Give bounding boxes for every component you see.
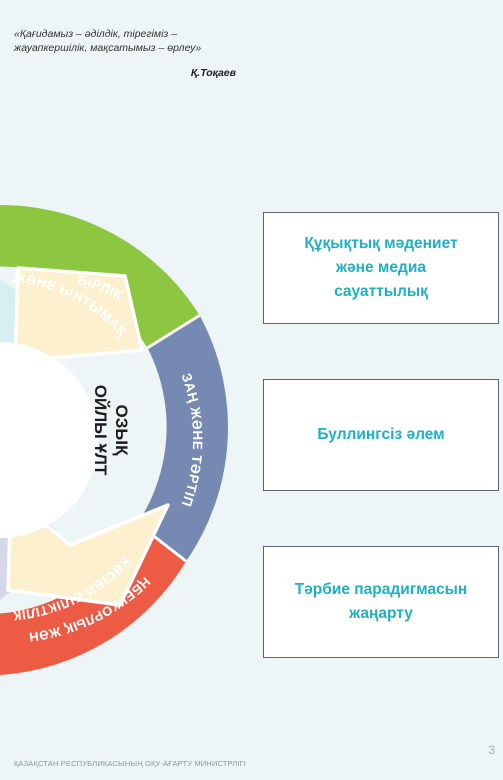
quote-line: жауапкершілік, мақсатымыз – өрлеу» — [14, 42, 202, 54]
values-wheel: БІРЛІК ЖӘНЕ ЫНТЫМАҚ ЗАҢ ЖӘНЕ ТӘРТІП ЕҢБЕ… — [0, 0, 228, 675]
card-text-line: Құқықтық мәдениет — [304, 235, 458, 252]
footer-ministry: ҚАЗАҚСТАН РЕСПУБЛИКАСЫНЫҢ ОҚУ-АҒАРТУ МИН… — [14, 759, 246, 768]
card-text-line: жаңарту — [349, 605, 413, 622]
card-legal-culture: Құқықтық мәдениет және медиа сауаттылық — [263, 212, 499, 324]
card-education-paradigm: Тәрбие парадигмасын жаңарту — [263, 546, 499, 658]
quote-line: «Қағидамыз – әділдік, тірегіміз – — [14, 28, 178, 40]
center-label: ОЗЫҚ ОЙЛЫ ҰЛТ — [91, 385, 131, 476]
epigraph-quote: «Қағидамыз – әділдік, тірегіміз – жауапк… — [14, 27, 244, 55]
center-star — [6, 266, 170, 607]
ring-separator — [146, 314, 201, 350]
card-text-line: Тәрбие парадигмасын — [294, 581, 468, 598]
quote-author: Қ.Тоқаев — [190, 67, 236, 79]
segment-law — [137, 315, 228, 562]
white-core — [0, 342, 98, 538]
center-label-line2: ОЙЛЫ ҰЛТ — [91, 385, 110, 476]
card-text-line: сауаттылық — [334, 283, 428, 300]
page-number: 3 — [488, 743, 495, 757]
card-text-line: Буллингсіз әлем — [317, 426, 445, 443]
center-label-line1: ОЗЫҚ — [112, 405, 131, 457]
card-bullying-free: Буллингсіз әлем — [263, 379, 499, 491]
card-text-line: және медиа — [336, 259, 426, 276]
